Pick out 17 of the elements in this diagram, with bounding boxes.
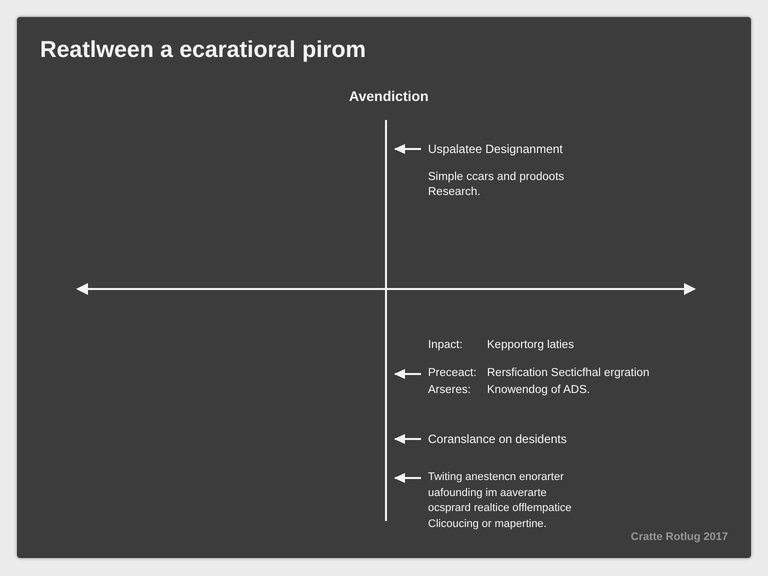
annotation-text: Twiting anestencn enorarter uafounding im aaverarte ocsprard realtice offlempatice Clicoucing or mapertine. bbox=[428, 470, 588, 532]
field-value: Kepportorg laties bbox=[487, 338, 575, 353]
arrow bbox=[394, 144, 421, 154]
field-label: Arseres: bbox=[428, 383, 472, 398]
title: Reatlween a ecaratioral pirom bbox=[40, 36, 366, 63]
field-value: Knowendog of ADS. bbox=[487, 383, 591, 398]
annotation-text: Simple ccars and prodoots Research. bbox=[428, 170, 566, 200]
arrow bbox=[394, 473, 421, 483]
annotation-heading: Uspalatee Designanment bbox=[428, 141, 564, 157]
credit-text: Cratte Rotlug 2017 bbox=[630, 531, 728, 543]
field-label: Inpact: bbox=[428, 338, 464, 353]
field-value: Rersfication Secticfhal ergration bbox=[487, 366, 650, 381]
arrow bbox=[394, 369, 421, 379]
field-label: Preceact: bbox=[428, 366, 478, 381]
axis-label: Avendiction bbox=[349, 88, 429, 104]
arrow bbox=[394, 434, 421, 444]
annotation-text: Coranslance on desidents bbox=[428, 431, 567, 447]
